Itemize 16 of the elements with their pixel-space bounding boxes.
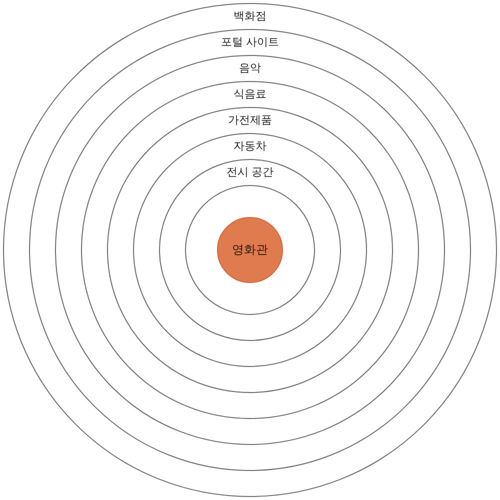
ring-circle — [185, 185, 315, 315]
ring-circle — [133, 133, 367, 367]
ring-circle — [55, 55, 445, 445]
ring-circle — [81, 81, 419, 419]
ring-label: 전시 공간 — [226, 166, 274, 178]
ring-label: 포털 사이트 — [220, 36, 280, 48]
ring-label: 음악 — [239, 62, 261, 74]
ring-circle — [107, 107, 393, 393]
center-label: 영화관 — [232, 244, 268, 256]
ring-circle — [29, 29, 471, 471]
ring-circle — [3, 3, 497, 497]
ring-label: 백화점 — [234, 10, 266, 22]
ring-circle — [159, 159, 341, 341]
ring-label: 자동차 — [234, 140, 266, 152]
ring-label: 가전제품 — [228, 114, 272, 126]
ring-label: 식음료 — [234, 88, 266, 100]
